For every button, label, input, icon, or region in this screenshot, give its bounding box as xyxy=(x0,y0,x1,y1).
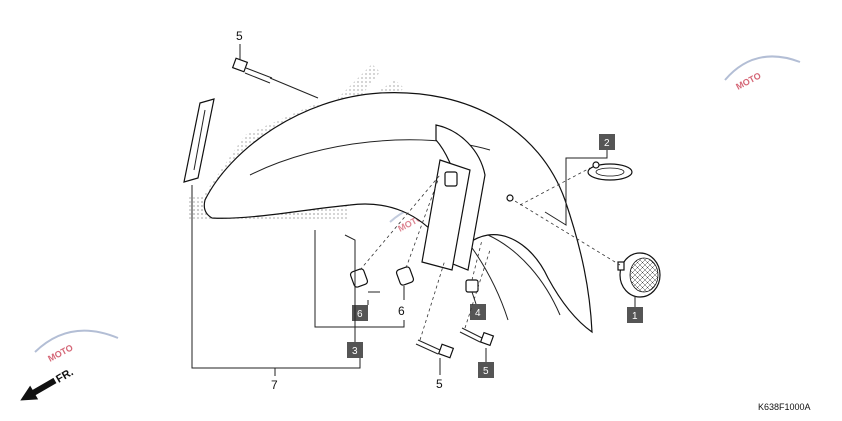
callout-box-lens xyxy=(627,307,643,323)
direction-label: FR. xyxy=(54,366,75,385)
bolt-with-washer xyxy=(459,249,495,347)
reflector-clip xyxy=(587,161,633,181)
callout-lens: 1 xyxy=(632,311,638,322)
watermark-logo-left: MOTO xyxy=(34,329,119,364)
callout-emblem-box: 3 xyxy=(352,346,358,357)
nut xyxy=(465,279,479,293)
watermark-text-left: MOTO xyxy=(46,342,74,363)
callout-bolt-bottom: 5 xyxy=(436,377,443,391)
callout-box-collar xyxy=(352,305,368,321)
diagram-code: K638F1000A xyxy=(758,402,811,412)
callout-bolt-box: 5 xyxy=(483,366,489,377)
watermark-text-right: MOTO xyxy=(734,70,762,91)
front-direction-arrow: FR. xyxy=(20,366,76,401)
callout-bolt-top: 5 xyxy=(236,29,243,43)
fender-stay xyxy=(421,124,486,271)
collar-right xyxy=(395,266,415,286)
bolt-top xyxy=(231,57,319,99)
callout-box-reflector xyxy=(599,134,615,150)
callout-collar-plain: 6 xyxy=(398,304,405,318)
callout-box-bolt xyxy=(478,362,494,378)
collar-left xyxy=(349,268,369,288)
callout-nut: 4 xyxy=(475,308,481,319)
callout-reflector: 2 xyxy=(604,138,610,149)
watermark-logo-right: MOTO xyxy=(724,55,801,92)
callout-collar-box: 6 xyxy=(357,309,363,320)
callout-box-emblem xyxy=(347,342,363,358)
emblem-plate xyxy=(183,98,215,183)
callout-emblem-plain: 7 xyxy=(271,378,278,392)
bolt-bottom xyxy=(415,259,455,359)
callout-box-nut xyxy=(470,304,486,320)
reflector-lens xyxy=(617,252,661,298)
